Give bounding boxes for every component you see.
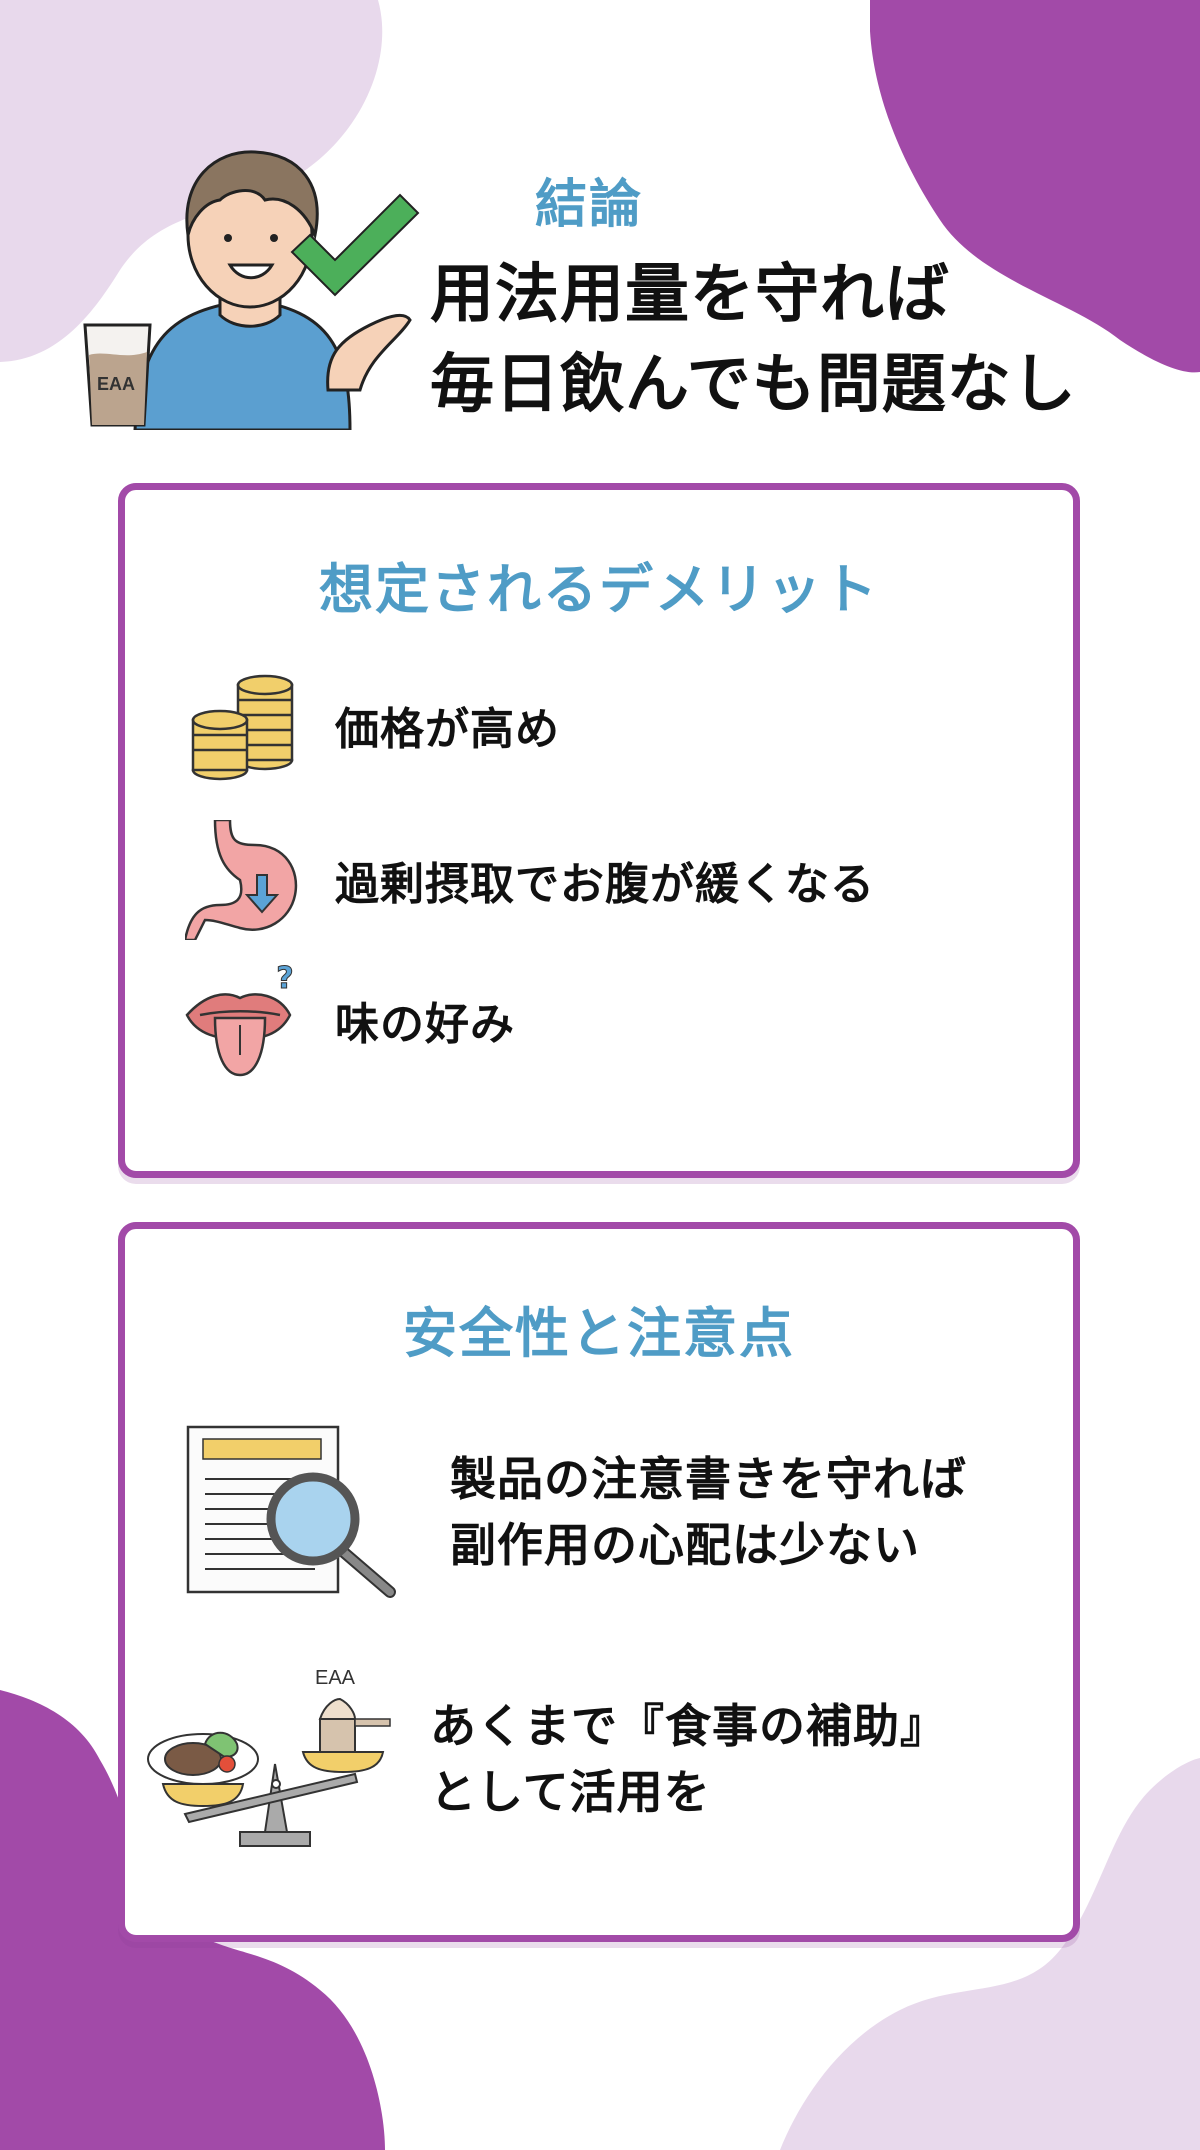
- stomach-icon: [185, 820, 298, 940]
- person-holding-eaa-illustration: EAA: [83, 150, 420, 430]
- safety-text-line-2: 副作用の心配は少ない: [450, 1517, 920, 1572]
- demerit-item-price: 価格が高め: [185, 665, 560, 785]
- safety-item-label: 製品の注意書きを守れば 副作用の心配は少ない: [185, 1424, 967, 1599]
- hero-section: EAA 結論 用法用量を守れば 毎日飲んでも問題なし: [80, 140, 1140, 440]
- safety-text: 製品の注意書きを守れば 副作用の心配は少ない: [450, 1446, 967, 1578]
- demerit-text: 味の好み: [335, 999, 515, 1050]
- coins-icon: [191, 674, 294, 781]
- svg-text:?: ?: [276, 961, 293, 996]
- safety-text: あくまで『食事の補助』 として活用を: [430, 1693, 947, 1825]
- demerit-text: 価格が高め: [335, 704, 560, 755]
- demerit-text: 過剰摂取でお腹が緩くなる: [335, 859, 875, 910]
- eaa-glass-icon: EAA: [83, 323, 152, 427]
- bg-blob-top-left: [0, 0, 383, 362]
- safety-text-line-1: あくまで『食事の補助』: [430, 1699, 947, 1753]
- conclusion-title: 用法用量を守れば 毎日飲んでも問題なし: [430, 250, 1077, 430]
- checkmark-icon: [290, 193, 420, 297]
- demerits-card: 想定されるデメリット 価格が高め: [118, 483, 1080, 1178]
- svg-text:EAA: EAA: [97, 374, 135, 394]
- safety-text-line-2: として活用を: [430, 1765, 711, 1819]
- conclusion-title-line-2: 毎日飲んでも問題なし: [430, 348, 1077, 422]
- eaa-scale-label: EAA: [315, 1667, 356, 1689]
- demerit-item-taste: ? 味の好み: [185, 960, 515, 1080]
- demerit-item-stomach: 過剰摂取でお腹が緩くなる: [185, 820, 875, 940]
- bg-blob-bottom-left: [0, 1690, 385, 2150]
- bg-blob-top-right: [870, 0, 1200, 373]
- demerits-title: 想定されるデメリット: [319, 558, 879, 621]
- tongue-icon: ?: [185, 961, 294, 1077]
- safety-item-supplement: EAA あくまで『食事の補助』 と: [145, 1664, 947, 1854]
- safety-card: 安全性と注意点 製品の注意書きを守れば 副作用の心配は少ない: [118, 1222, 1080, 1942]
- bg-blob-bottom-right: [780, 1758, 1200, 2150]
- balance-scale-icon: EAA: [147, 1667, 391, 1847]
- safety-title: 安全性と注意点: [403, 1302, 795, 1365]
- conclusion-title-line-1: 用法用量を守れば: [430, 258, 950, 332]
- document-magnifier-icon: [186, 1425, 396, 1598]
- conclusion-label: 結論: [535, 175, 644, 235]
- safety-text-line-1: 製品の注意書きを守れば: [450, 1451, 967, 1506]
